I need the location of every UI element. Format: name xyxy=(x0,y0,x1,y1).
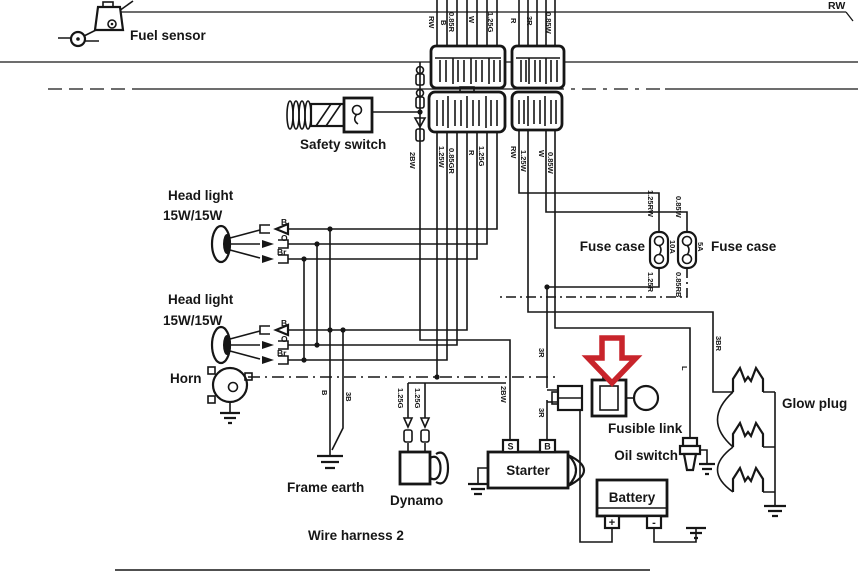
wire-label: 3BR xyxy=(714,336,723,352)
wire-label: R xyxy=(467,150,476,156)
dynamo-label: Dynamo xyxy=(390,493,443,508)
wire-label: 1.25G xyxy=(396,388,405,409)
wire-label: B xyxy=(281,318,287,328)
starter: S B Starter xyxy=(468,438,586,496)
wire-label: B xyxy=(281,217,287,227)
top-harness: RW B 0.85R W 1.25G R 3R 0.85W 1.25W 0.85… xyxy=(427,0,566,175)
battery-box xyxy=(595,478,669,518)
wire-label: 1.25G xyxy=(413,388,422,409)
wire-label: 1.25RW xyxy=(646,190,655,218)
wire-label: RW xyxy=(509,146,518,159)
safety-switch-label: Safety switch xyxy=(300,137,386,152)
oil-switch-label: Oil switch xyxy=(614,448,678,463)
glow-plugs: Glow plug xyxy=(716,365,847,518)
horn-label: Horn xyxy=(170,371,202,386)
wire-label: 0.85GR xyxy=(447,148,456,174)
wire-label: W xyxy=(537,150,546,158)
battery-minus-terminal: - xyxy=(652,517,656,529)
wire-label: 2BW xyxy=(408,152,417,170)
wire-label: RW xyxy=(427,16,436,29)
wire-label: B xyxy=(439,20,448,26)
wire-label: 3R xyxy=(525,16,534,26)
wire-label: 1.25G xyxy=(486,12,495,33)
wire-label-rw: RW xyxy=(828,0,845,12)
wire-label: R xyxy=(509,18,518,24)
wire-label: O xyxy=(281,334,288,344)
oil-switch-icon xyxy=(681,436,699,448)
fuse-cases: 1.25RW 1.25R 10A 0.85W 0.85RB 5A Fuse ca… xyxy=(580,190,777,298)
wire-label: B xyxy=(320,390,329,396)
red-arrow-annotation-icon xyxy=(581,335,643,387)
headlight-1: Head light 15W/15W B O Br xyxy=(163,188,290,264)
headlight-2: Head light 15W/15W B O Br xyxy=(163,292,300,365)
harness-wires-left: B 3B xyxy=(286,132,498,455)
glow-plug-icon xyxy=(731,420,765,447)
ground-icon xyxy=(220,411,240,425)
starter-terminal-s: S xyxy=(507,442,513,452)
wire-label: 1.25W xyxy=(437,146,446,169)
starter-box xyxy=(486,450,570,490)
fuse-rating: 5A xyxy=(696,242,705,252)
glow-plug-icon xyxy=(731,465,765,492)
fuse-case-right-label: Fuse case xyxy=(711,239,777,254)
wire-label: L xyxy=(680,366,689,371)
fuel-sensor: Fuel sensor xyxy=(58,0,207,48)
wire-harness-caption: Wire harness 2 xyxy=(308,528,404,543)
fuse-case-left-label: Fuse case xyxy=(580,239,646,254)
wire-label: 0.85RB xyxy=(674,272,683,298)
ground-icon xyxy=(699,462,715,476)
wire-label: 0.85R xyxy=(447,12,456,33)
headlight1-rating: 15W/15W xyxy=(163,208,223,223)
wire-label: 1.25R xyxy=(646,272,655,293)
wire-label: W xyxy=(467,16,476,24)
wire-label: 3R xyxy=(537,408,546,418)
connector-top-left xyxy=(429,44,507,90)
wire-label: 3R xyxy=(537,348,546,358)
glow-plug-label: Glow plug xyxy=(782,396,847,411)
harness-wires-right: 3BR L xyxy=(500,130,733,438)
oil-switch: Oil switch xyxy=(614,436,715,476)
battery: Battery + - xyxy=(579,410,706,543)
headlight1-label: Head light xyxy=(168,188,234,203)
safety-to-starter-wire: 2BW 2BW xyxy=(408,62,511,440)
fuel-sensor-label: Fuel sensor xyxy=(130,28,207,43)
ground-icon xyxy=(317,454,343,470)
wire-label: 3B xyxy=(344,392,353,402)
horn: Horn xyxy=(170,366,560,425)
wire-label: Br xyxy=(277,247,287,257)
wire-label: 0.85W xyxy=(546,152,555,175)
wire-label: 1.25W xyxy=(519,150,528,173)
wire-label: 0.85W xyxy=(544,12,553,35)
starter-terminal-b: B xyxy=(544,442,551,452)
starter-label: Starter xyxy=(506,463,550,478)
fuse-rating: 10A xyxy=(668,240,677,254)
headlight2-rating: 15W/15W xyxy=(163,313,223,328)
fusible-link: 3R 3R Fusible link xyxy=(537,287,683,440)
wire-label: 1.25G xyxy=(477,146,486,167)
ground-icon xyxy=(686,526,706,540)
safety-switch: Safety switch xyxy=(286,96,423,152)
wire-label: 2BW xyxy=(499,386,508,404)
dynamo-icon xyxy=(398,450,432,486)
fuse-right-icon xyxy=(676,230,698,270)
battery-label: Battery xyxy=(609,490,656,505)
horn-icon xyxy=(211,366,249,404)
wire-label: O xyxy=(281,233,288,243)
battery-plus-terminal: + xyxy=(609,517,615,529)
headlight2-label: Head light xyxy=(168,292,234,307)
fuse-left-icon xyxy=(648,230,670,270)
wire-label: Br xyxy=(277,348,287,358)
ground-icon xyxy=(764,504,786,518)
wire-label: 0.85W xyxy=(674,196,683,219)
frame-earth-label: Frame earth xyxy=(287,480,364,495)
ground-icon xyxy=(468,482,488,496)
dynamo: 1.25G 1.25G Dynamo xyxy=(390,382,506,508)
glow-plug-icon xyxy=(731,365,765,392)
fusible-link-ring xyxy=(632,384,660,412)
frame-earth: Frame earth xyxy=(287,454,364,495)
fusible-link-label: Fusible link xyxy=(608,421,683,436)
